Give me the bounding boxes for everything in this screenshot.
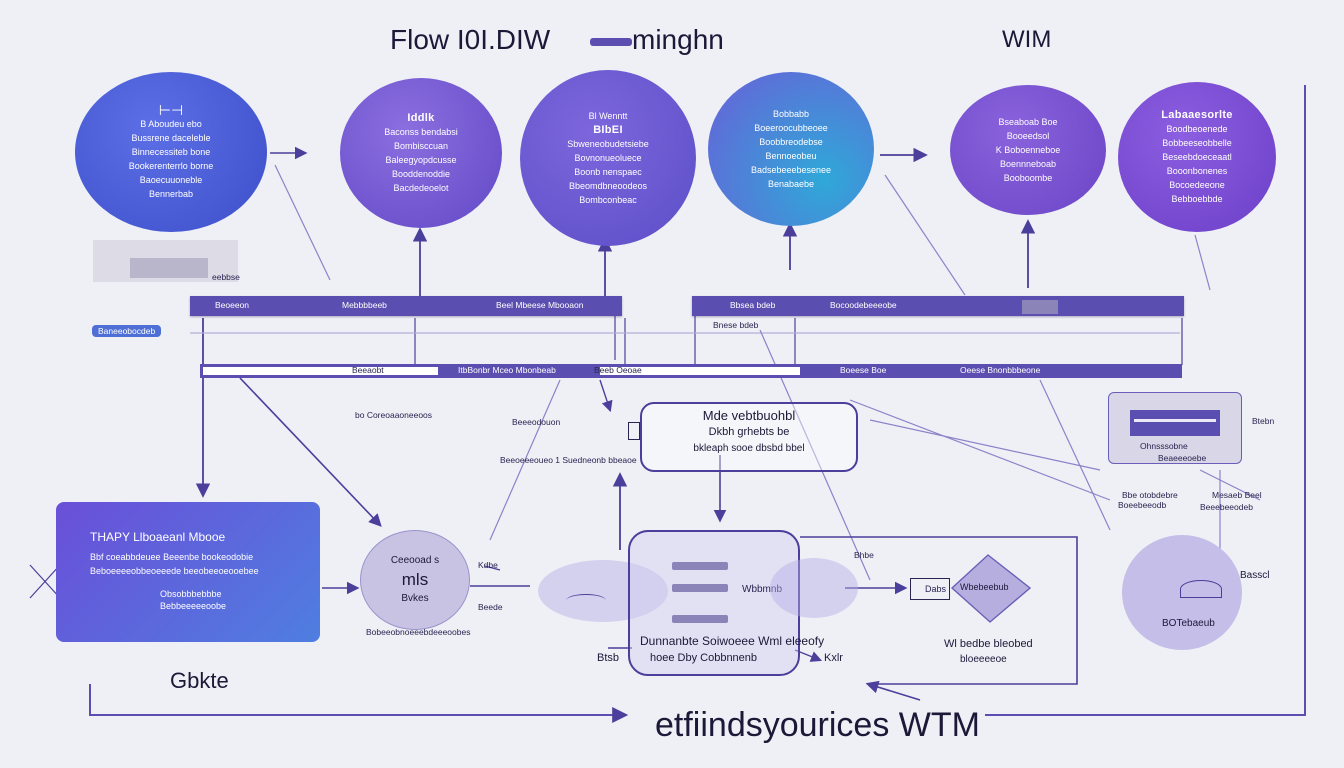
center-box-line-1: Mde vebtbuohbl xyxy=(702,408,796,423)
right-card-side-label: Btebn xyxy=(1252,416,1275,426)
info-panel-line-3: Obsobbbebbbe xyxy=(160,589,222,599)
footer-left-label: Gbkte xyxy=(170,668,229,693)
bottom-circle-right-inner: BOTebaeub xyxy=(1162,618,1215,629)
bottom-circle-left[interactable]: Ceeooad s mls Bvkes xyxy=(360,530,470,630)
bottom-box-line-2a: Btsb xyxy=(597,652,620,664)
diamond-side-1: Wl bedbe bleobed xyxy=(944,638,1033,650)
bar1-label-4: Bbsea bdeb xyxy=(730,300,776,310)
bar1-extra-label: Bnese bdeb xyxy=(713,320,759,330)
info-panel-line-1: Bbf coeabbdeuee Beeenbe bookeodobie xyxy=(90,552,254,562)
ghost-label-2: Beede xyxy=(478,602,503,612)
right-card-line-1: Ohnsssobne xyxy=(1140,441,1188,451)
bar2-label-2: ItbBonbr Mceo Mbonbeab xyxy=(458,365,556,375)
right-label-d: Beeebeeodeb xyxy=(1200,502,1253,512)
left-tag[interactable]: Baneeobocdeb xyxy=(92,325,162,337)
process-circle-5[interactable]: Bseaboab Boe Booeedsol K Boboenneboe Boe… xyxy=(950,85,1106,215)
decision-diamond xyxy=(950,554,1032,623)
stage-bar-2-fill-2 xyxy=(800,364,1182,378)
header-title-mid: minghn xyxy=(632,24,724,55)
ghost-label-1: Kdbe xyxy=(478,560,498,570)
bar2-label-1: Beeaobt xyxy=(352,365,384,375)
diamond-label: Wbebeebub xyxy=(960,582,1009,592)
bottom-box-line-2b: hoee Dby Cobbnnenb xyxy=(650,652,758,664)
center-box-marker xyxy=(628,422,640,440)
right-label-a: Bbe otobdebre xyxy=(1122,490,1178,500)
gray-note-label: eebbse xyxy=(212,272,240,282)
gray-note-inner xyxy=(130,258,208,278)
bar2-label-3: Beeb Oeoae xyxy=(594,365,642,375)
bottom-circle-left-foot: Bobeeobnoeeebdeeeoobes xyxy=(366,627,471,637)
center-process-box[interactable] xyxy=(640,402,858,472)
bar1-block xyxy=(1022,300,1058,314)
stage-bar-2-fill-1 xyxy=(438,364,600,378)
right-card-bar-stripe xyxy=(1134,419,1216,422)
diamond-side-2: bloeeeeoe xyxy=(960,654,1007,665)
bar1-label-2: Mebbbbeeb xyxy=(342,300,387,310)
bottom-box-bar-1 xyxy=(672,562,728,570)
mid-label-3: Beeoeeeoueo 1 Suedneonb bbeaoe xyxy=(500,455,637,465)
process-circle-6[interactable]: Labaaesorlte Boodbeoenede Bobbeeseobbell… xyxy=(1118,82,1276,232)
bar2-label-4: Boeese Boe xyxy=(840,365,887,375)
right-card-bar xyxy=(1130,410,1220,436)
stage-bar-1a[interactable] xyxy=(190,296,622,316)
ghost-arc-icon xyxy=(566,594,606,607)
stage-bar-1b[interactable] xyxy=(692,296,1184,316)
header-dash xyxy=(590,38,632,46)
bar1-label-3: Beel Mbeese Mbooaon xyxy=(496,300,584,310)
bar1-label-1: Beoeeon xyxy=(215,300,250,310)
bottom-box-line-1: Dunnanbte Soiwoeee Wml eleeofy xyxy=(640,634,825,648)
process-circle-4[interactable]: Bobbabb Boeeroocubbeoee Boobbreodebse Be… xyxy=(708,72,874,226)
center-box-line-3: bkleaph sooe dbsbd bbel xyxy=(693,443,805,454)
process-circle-2[interactable]: Iddlk Baconss bendabsi Bombisccuan Balee… xyxy=(340,78,502,228)
bottom-box-line-2c: Kxlr xyxy=(824,652,843,664)
right-label-b: Boeebeeodb xyxy=(1118,500,1167,510)
bottom-circle-right-label: Basscl xyxy=(1240,570,1270,581)
ghost-blob-1 xyxy=(538,560,668,622)
bottom-box-label: Wbbmnb xyxy=(742,584,783,595)
info-panel-line-2: Beboeeeeobbeoeeede beeobeeoeooebee xyxy=(90,566,259,576)
center-box-line-2: Dkbh grhebts be xyxy=(708,426,790,438)
footer-main-title: etfiindsyourices WTM xyxy=(655,706,980,744)
cloud-icon xyxy=(1180,580,1222,598)
info-panel-title: THAPY Llboaeanl Mbooe xyxy=(90,530,226,544)
info-panel-line-4: Bebbeeeeeoobe xyxy=(160,601,227,611)
header-title-left: Flow I0I.DIW xyxy=(390,24,551,55)
header-title-right: WIM xyxy=(1002,26,1052,53)
bottom-mid-label: Bhbe xyxy=(854,550,874,560)
process-circle-1[interactable]: ⊢⊣ B Aboudeu ebo Bussrene daceleble Binn… xyxy=(75,72,267,232)
bar2-label-5: Oeese Bnonbbbeone xyxy=(960,365,1041,375)
mid-label-2: Beeeodouon xyxy=(512,417,561,427)
bottom-process-box[interactable] xyxy=(628,530,800,676)
right-card-line-2: Beaeeeoebe xyxy=(1158,453,1207,463)
right-label-c: Mesaeb Beel xyxy=(1212,490,1262,500)
bottom-box-bar-3 xyxy=(672,615,728,623)
mid-label-1: bo Coreoaaoneeoos xyxy=(355,410,433,420)
bottom-box-bar-2 xyxy=(672,584,728,592)
process-circle-3[interactable]: Bl Wenntt BIbEI Sbweneobudetsiebe Bovnon… xyxy=(520,70,696,246)
ghost-blob-2 xyxy=(770,558,858,618)
info-panel[interactable] xyxy=(56,502,320,642)
arrow-target-box[interactable]: Dabs xyxy=(910,578,950,600)
bar1-label-5: Bocoodebeeeobe xyxy=(830,300,897,310)
